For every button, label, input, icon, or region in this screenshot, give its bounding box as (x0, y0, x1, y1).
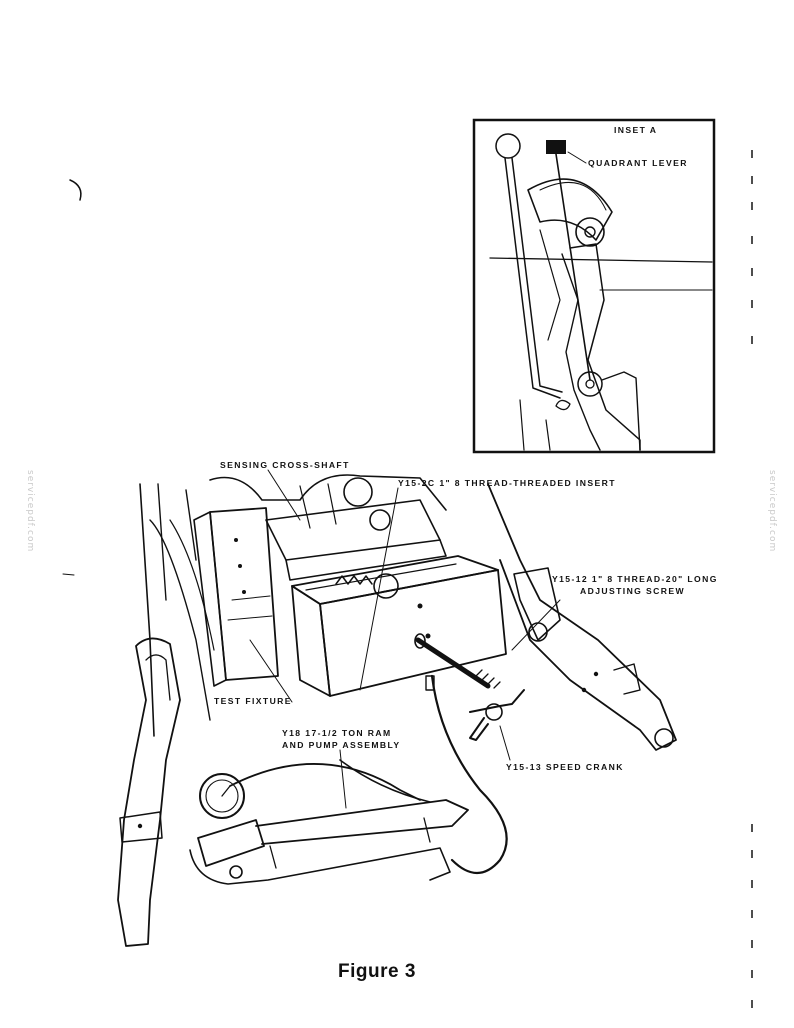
label-speed-crank: Y15-13 SPEED CRANK (506, 762, 624, 772)
scan-mark (69, 179, 82, 201)
left-drawbar (149, 519, 211, 721)
watermark-left: servicepdf.com (25, 470, 35, 552)
hydraulic-hose (430, 674, 508, 875)
leader-line (359, 487, 399, 691)
bolt (234, 538, 238, 542)
inset-floor-line (489, 257, 713, 263)
speed-crank-hub (485, 703, 503, 721)
threaded-insert-spring (335, 575, 373, 585)
left-drawbar (169, 519, 215, 651)
leader-line (249, 639, 293, 703)
left-frame-rail (139, 483, 155, 737)
inset-a: INSET A QUADRANT LEVER (472, 118, 716, 454)
cross-shaft-top (209, 474, 447, 511)
test-fixture-side (193, 511, 227, 687)
label-adjusting-screw-1: Y15-12 1" 8 THREAD-20" LONG (552, 574, 718, 584)
left-lift-link-detail (145, 654, 171, 701)
cross-shaft-roller (369, 509, 391, 531)
speed-crank-handle (469, 717, 489, 741)
threaded-insert (373, 573, 399, 599)
arm-bolt (581, 687, 587, 693)
pump-lever (339, 759, 431, 803)
scan-mark (62, 573, 75, 576)
leader-line (267, 469, 301, 521)
label-test-fixture: TEST FIXTURE (214, 696, 292, 706)
pressure-gauge (199, 773, 245, 819)
box-bolt (417, 603, 423, 609)
quadrant-lever-knob (546, 140, 566, 154)
adjusting-screw (415, 637, 491, 689)
label-ram-pump-1: Y18 17-1/2 TON RAM (282, 728, 392, 738)
lower-pivot (577, 371, 603, 397)
lever-rod (511, 157, 563, 393)
leader-line (567, 151, 587, 164)
lever-rod (504, 157, 561, 399)
quadrant-lever-shaft (555, 153, 591, 381)
inset-frame (472, 118, 716, 454)
quadrant-lever-label: QUADRANT LEVER (588, 158, 688, 168)
leader-line (511, 599, 561, 651)
inset-casting (561, 253, 601, 451)
arm-bolt (593, 671, 599, 677)
left-frame-rail (185, 489, 197, 561)
label-ram-pump-2: AND PUMP ASSEMBLY (282, 740, 401, 750)
left-frame-rail (157, 483, 167, 601)
fixture-shading (227, 595, 273, 621)
pump-fitting (229, 865, 243, 879)
pivot-wheel (575, 217, 605, 247)
main-illustration (117, 469, 677, 947)
linkage (601, 371, 641, 451)
leader-line (339, 749, 347, 809)
left-lift-link (117, 637, 181, 947)
quadrant-detail (539, 182, 607, 211)
link-clamp (119, 811, 163, 843)
inset-title: INSET A (614, 125, 657, 135)
pump-detail (269, 817, 431, 869)
label-sensing-cross-shaft: SENSING CROSS-SHAFT (220, 460, 350, 470)
hose-fitting (425, 675, 435, 691)
speed-crank-handle (469, 689, 525, 713)
linkage (555, 399, 571, 411)
lower-pivot-hub (585, 379, 595, 389)
right-linkage-bracket (513, 567, 561, 641)
pressure-gauge-face (205, 779, 239, 813)
cross-shaft-detail (299, 483, 337, 529)
pump-base (189, 847, 451, 885)
inset-frame-member (519, 399, 551, 451)
adjusting-screw-thread (475, 669, 501, 689)
box-bolt (425, 633, 431, 639)
arm-clip (613, 663, 641, 695)
adjusting-screw-end (414, 633, 426, 649)
leader-line (499, 725, 511, 761)
pivot-hub (584, 226, 596, 238)
inset-casting (569, 243, 641, 451)
lever-ball-knob (495, 133, 521, 159)
pump-handle (255, 799, 469, 845)
clamp-bolt (137, 823, 143, 829)
quadrant-sector (527, 178, 613, 241)
cross-shaft-housing (265, 499, 441, 561)
cross-shaft-roller (343, 477, 373, 507)
label-adjusting-screw-2: ADJUSTING SCREW (580, 586, 685, 596)
figure-caption: Figure 3 (338, 961, 416, 982)
linkage-pin (654, 728, 674, 748)
label-threaded-insert: Y15-2C 1" 8 THREAD-THREADED INSERT (398, 478, 616, 488)
pressure-gauge-needle (221, 785, 231, 797)
bolt (238, 564, 242, 568)
inset-casting (539, 229, 561, 341)
bolt (242, 590, 246, 594)
right-linkage-arm (487, 483, 677, 751)
watermark-right: servicepdf.com (767, 470, 777, 552)
hydraulic-hose (229, 763, 421, 801)
fixture-box-top (291, 555, 499, 605)
pump-body (197, 819, 265, 867)
cross-shaft-housing (285, 539, 447, 581)
